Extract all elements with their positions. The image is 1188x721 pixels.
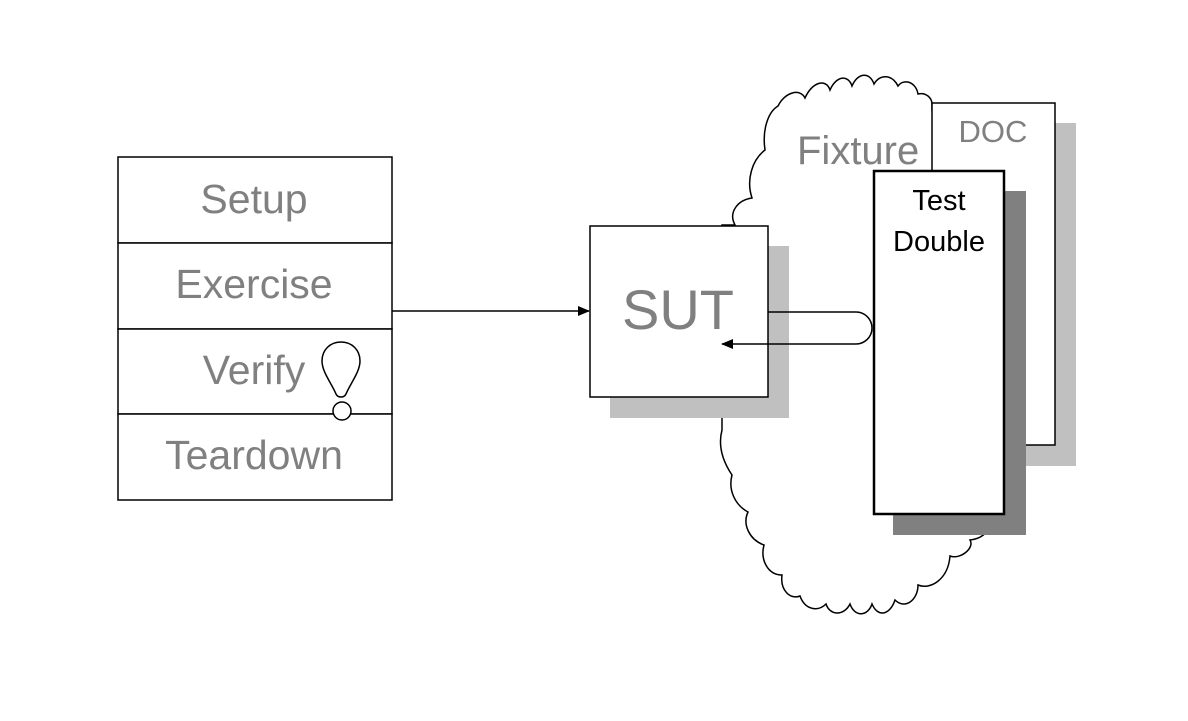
phase-teardown	[117, 413, 393, 501]
phase-setup	[117, 156, 393, 244]
phase-setup-label: Setup	[200, 176, 307, 222]
phase-exercise	[117, 242, 393, 330]
assertion-icon	[321, 341, 361, 421]
phase-teardown-label: Teardown	[165, 432, 343, 478]
test-double-label-line2: Double	[893, 226, 985, 258]
doc-label: DOC	[959, 114, 1028, 149]
test-phases-stack: Setup Exercise Verify Teardown	[117, 156, 393, 501]
sut-label: SUT	[622, 278, 734, 341]
phase-exercise-label: Exercise	[175, 261, 332, 307]
sut-box	[589, 225, 769, 398]
test-double-label-line1: Test	[912, 185, 965, 217]
fixture-label: Fixture	[797, 129, 919, 173]
sut-to-test-double-call-arrow	[721, 311, 873, 349]
phase-verify-label: Verify	[203, 347, 306, 393]
test-double-box	[872, 169, 1006, 516]
